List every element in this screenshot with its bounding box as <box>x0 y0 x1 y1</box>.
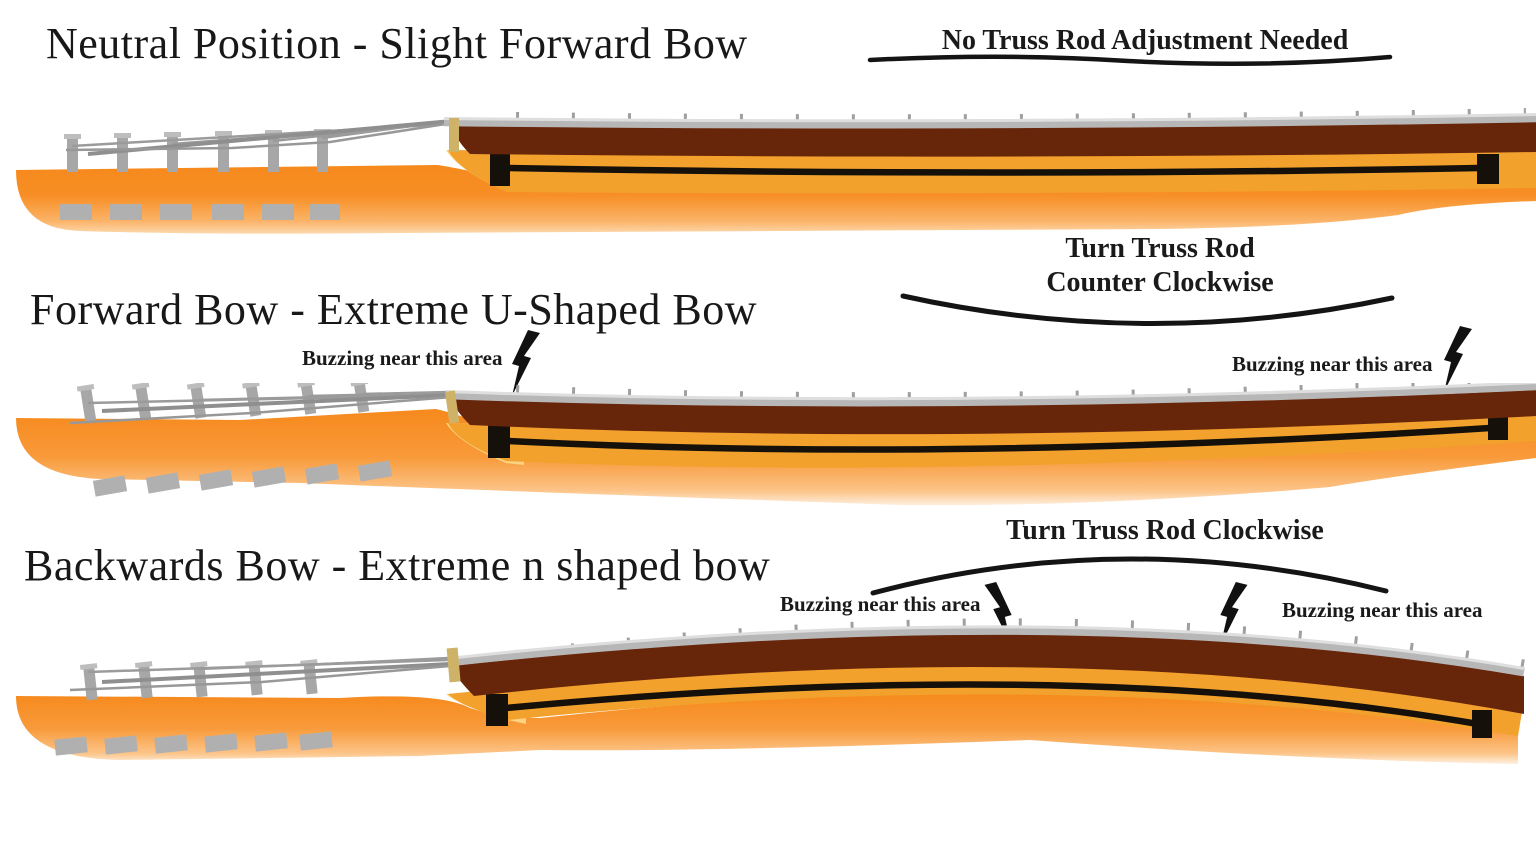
neck-wood <box>16 165 1536 234</box>
section3-title: Backwards Bow - Extreme n shaped bow <box>24 541 771 590</box>
section2-instruction-line2: Counter Clockwise <box>1046 267 1274 299</box>
nut <box>444 390 460 424</box>
tuner-buttons <box>54 731 333 756</box>
fretboard <box>450 390 1536 435</box>
lightning-bolt-icon <box>512 330 540 396</box>
string-band <box>445 383 1536 407</box>
section1-instruction: No Truss Rod Adjustment Needed <box>941 25 1349 56</box>
section2-instruction: Turn Truss Rod Counter Clockwise <box>1000 232 1320 300</box>
truss-rod <box>490 153 1499 186</box>
headstock-strings <box>69 390 453 425</box>
section3-instruction: Turn Truss Rod Clockwise <box>1006 515 1324 546</box>
neck-diagram-neutral <box>16 108 1536 234</box>
neck-diagram-backwards-bow <box>16 618 1528 764</box>
section2-instruction-line1: Turn Truss Rod <box>1065 233 1255 264</box>
nut <box>446 647 461 683</box>
string-highlight <box>445 383 1536 401</box>
string-highlight <box>443 113 1536 123</box>
section2-buzz-left-label: Buzzing near this area <box>302 346 503 370</box>
section2-title: Forward Bow - Extreme U-Shaped Bow <box>30 285 757 334</box>
neck-wood <box>16 692 1518 764</box>
string-highlight <box>447 625 1525 670</box>
section2-buzz-right-label: Buzzing near this area <box>1232 352 1433 376</box>
neck-diagram-forward-bow <box>16 383 1536 506</box>
section3-buzz-right-label: Buzzing near this area <box>1282 598 1483 622</box>
section1-title: Neutral Position - Slight Forward Bow <box>46 19 748 68</box>
tuner-buttons <box>60 204 340 220</box>
truss-rod <box>488 412 1508 458</box>
headstock-strings <box>69 656 451 692</box>
fretboard <box>450 634 1524 714</box>
n-bow-curve-line <box>870 556 1389 596</box>
tuner-buttons <box>92 460 393 497</box>
straight-neck-curve-line <box>867 54 1393 66</box>
u-bow-curve-line <box>900 293 1395 326</box>
section3-buzz-left-label: Buzzing near this area <box>780 592 981 616</box>
string-band <box>443 113 1536 129</box>
fretboard <box>451 121 1536 157</box>
nut <box>449 118 459 152</box>
headstock-strings <box>65 119 453 156</box>
lightning-bolt-icon <box>1444 326 1472 392</box>
truss-rod <box>486 681 1492 738</box>
amber-strip <box>448 664 1522 736</box>
string-band <box>447 625 1525 677</box>
lightning-bolt-icon <box>1220 582 1248 646</box>
